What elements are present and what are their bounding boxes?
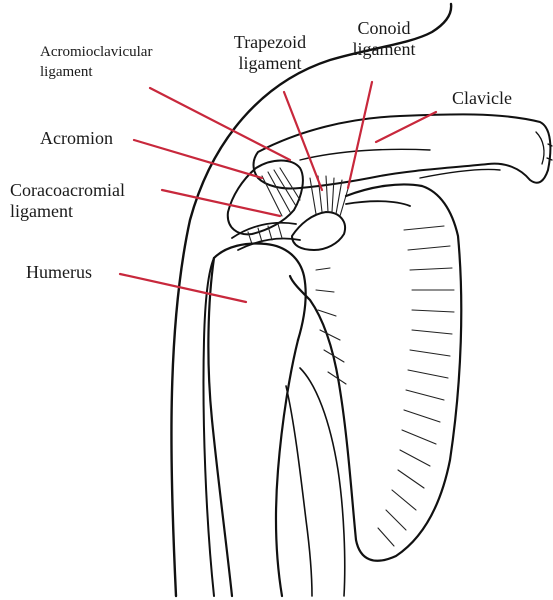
scapula-shading	[316, 226, 454, 546]
label-trapezoid-line1: Trapezoid	[212, 32, 328, 53]
humerus-shaft-lateral	[276, 340, 298, 596]
leader-lines	[120, 82, 436, 302]
leader-coracoacromial	[162, 190, 280, 216]
leader-conoid	[348, 82, 372, 188]
scapula-spine	[346, 201, 410, 206]
label-trapezoid-ligament: Trapezoid ligament	[212, 32, 328, 74]
label-acromioclavicular-line2: ligament	[40, 62, 152, 82]
label-coracoacromial-line1: Coracoacromial	[10, 180, 125, 201]
label-acromioclavicular-ligament: Acromioclavicular ligament	[40, 42, 152, 82]
coracoid-process	[292, 212, 345, 250]
label-acromion: Acromion	[40, 128, 113, 149]
humerus-head	[214, 244, 306, 340]
leader-humerus	[120, 274, 246, 302]
label-acromioclavicular-line1: Acromioclavicular	[40, 42, 152, 62]
label-humerus: Humerus	[26, 262, 92, 283]
label-conoid-ligament: Conoid ligament	[334, 18, 434, 60]
humerus-inner-contour	[300, 368, 345, 596]
coracoacromial-ligament-fibers	[232, 223, 300, 250]
label-clavicle: Clavicle	[452, 88, 512, 109]
label-conoid-line1: Conoid	[334, 18, 434, 39]
label-conoid-line2: ligament	[334, 39, 434, 60]
leader-acromion	[134, 140, 262, 178]
label-coracoacromial-line2: ligament	[10, 201, 125, 222]
humerus-neck	[286, 386, 312, 596]
label-trapezoid-line2: ligament	[212, 53, 328, 74]
label-coracoacromial-ligament: Coracoacromial ligament	[10, 180, 125, 222]
scapula-bone	[290, 184, 461, 560]
humerus-shaft-medial	[208, 258, 232, 596]
